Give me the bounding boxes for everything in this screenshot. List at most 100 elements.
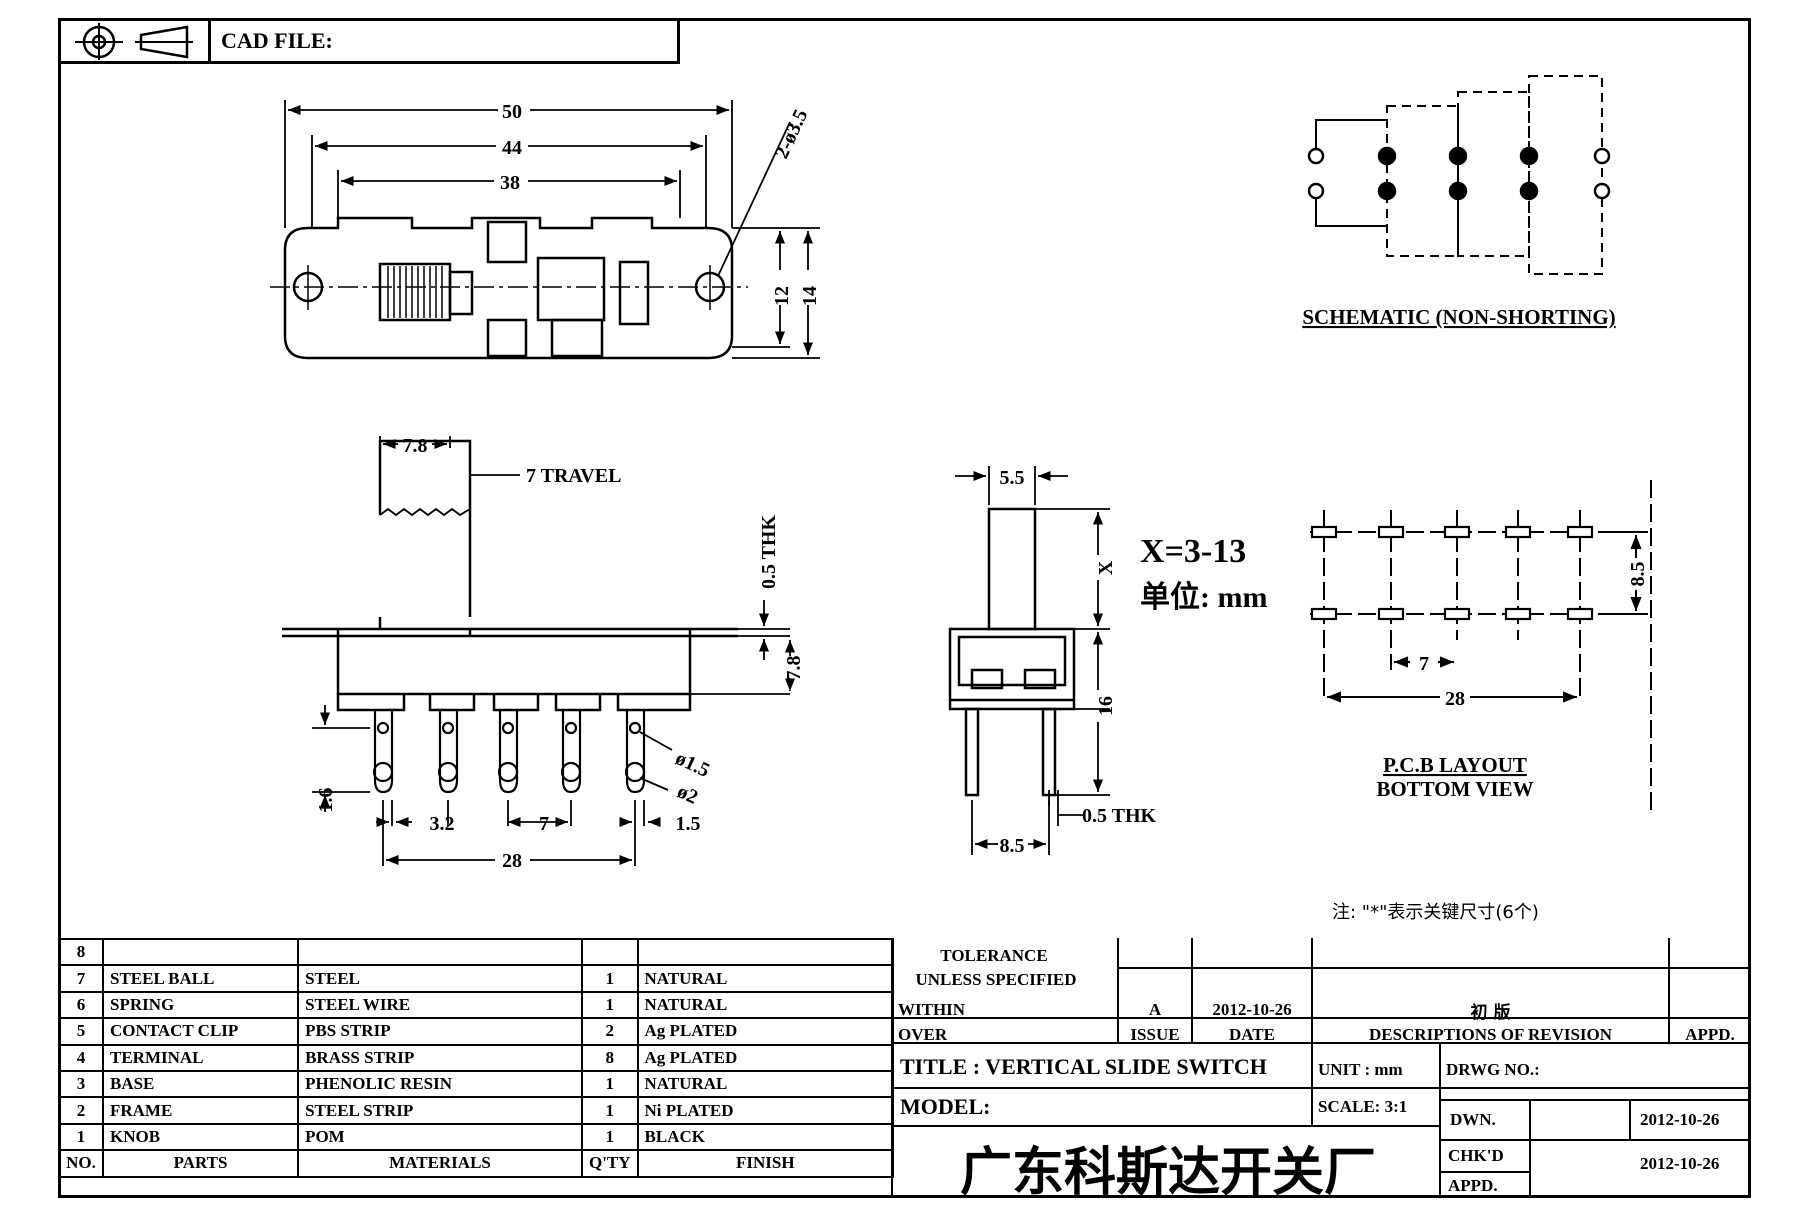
bom-material: STEEL — [297, 964, 583, 993]
unless-specified-label: UNLESS SPECIFIED — [915, 970, 1077, 989]
travel-label: 7 TRAVEL — [526, 465, 621, 487]
bom-finish: Ag PLATED — [636, 1043, 895, 1072]
dim-7-pitch: 7 — [539, 813, 549, 835]
schematic-diagram — [1307, 75, 1611, 275]
bom-finish: BLACK — [636, 1122, 895, 1152]
descriptions-header: DESCRIPTIONS OF REVISION — [1368, 1025, 1613, 1044]
dim-14: 14 — [799, 286, 821, 306]
projection-symbol — [61, 21, 211, 61]
dim-thk-end: 0.5 THK — [1082, 805, 1157, 827]
checked-date: 2012-10-26 — [1640, 1154, 1720, 1173]
dim-44: 44 — [502, 137, 522, 159]
schematic-title: SCHEMATIC (NON-SHORTING) — [1302, 305, 1615, 329]
bom-part: TERMINAL — [101, 1043, 300, 1072]
bom-header-parts: PARTS — [101, 1149, 300, 1178]
end-view — [948, 507, 1076, 797]
issue-header: ISSUE — [1130, 1025, 1180, 1044]
bom-qty: 1 — [580, 964, 639, 993]
dim-12: 12 — [771, 286, 793, 306]
bom-finish: Ni PLATED — [636, 1096, 895, 1125]
pcb-title: P.C.B LAYOUT — [1383, 753, 1527, 777]
tolerance-label: TOLERANCE — [940, 946, 1048, 965]
date-value: 2012-10-26 — [1212, 1000, 1292, 1019]
date-header: DATE — [1229, 1025, 1275, 1044]
within-label: WITHIN — [898, 1000, 966, 1019]
bom-no: 5 — [58, 1017, 104, 1046]
bom-material: BRASS STRIP — [297, 1043, 583, 1072]
side-view-dimensions — [312, 436, 796, 866]
bom-qty: 2 — [580, 1017, 639, 1046]
bom-finish: Ag PLATED — [636, 1017, 895, 1046]
side-view — [282, 439, 738, 794]
revision-description: 初 版 — [1470, 1003, 1511, 1023]
bom-qty — [580, 937, 639, 967]
bom-no: 3 — [58, 1069, 104, 1099]
bom-no: 8 — [58, 937, 104, 967]
bom-part: STEEL BALL — [101, 964, 300, 993]
bom-part — [101, 937, 300, 967]
top-view-dimensions — [284, 100, 820, 359]
pcb-layout — [1310, 480, 1652, 810]
bom-material: PHENOLIC RESIN — [297, 1069, 583, 1099]
bom-no: 6 — [58, 990, 104, 1020]
pcb-dim-28: 28 — [1445, 688, 1465, 710]
pcb-subtitle: BOTTOM VIEW — [1376, 777, 1533, 801]
unit-cn: 单位: mm — [1140, 580, 1267, 614]
bom-header-row: NO. PARTS MATERIALS Q'TY FINISH — [58, 1149, 895, 1178]
dim-5-5: 5.5 — [1000, 467, 1025, 489]
model-label: MODEL: — [900, 1094, 991, 1119]
dim-thk-side: 0.5 THK — [758, 515, 780, 590]
dim-7-8-body: 7.8 — [783, 656, 805, 681]
cad-file-label: CAD FILE: — [221, 28, 333, 53]
drawing-frame — [58, 18, 1751, 1198]
drawn-date: 2012-10-26 — [1640, 1110, 1720, 1129]
bom-row: 8 — [58, 937, 895, 967]
dim-28-side: 28 — [502, 850, 522, 872]
over-label: OVER — [898, 1025, 948, 1044]
dim-16: 16 — [1095, 696, 1117, 716]
dim-8-5-end: 8.5 — [1000, 835, 1025, 857]
bom-header-materials: MATERIALS — [297, 1149, 583, 1178]
end-view-dimensions — [955, 466, 1110, 855]
bom-part: BASE — [101, 1069, 300, 1099]
checked-label: CHK'D — [1448, 1146, 1504, 1165]
bom-qty: 1 — [580, 1096, 639, 1125]
bom-qty: 1 — [580, 1122, 639, 1152]
bom-finish — [636, 937, 895, 967]
drawing-number-label: DRWG NO.: — [1446, 1060, 1540, 1079]
pcb-dim-8-5: 8.5 — [1627, 562, 1649, 587]
bom-finish: NATURAL — [636, 1069, 895, 1099]
bom-material — [297, 937, 583, 967]
bom-part: CONTACT CLIP — [101, 1017, 300, 1046]
issue-value: A — [1148, 1000, 1162, 1019]
dim-3-2: 3.2 — [430, 813, 455, 835]
bom-qty: 8 — [580, 1043, 639, 1072]
pcb-dim-7: 7 — [1419, 653, 1429, 675]
drawn-label: DWN. — [1450, 1110, 1496, 1129]
dim-38: 38 — [500, 172, 520, 194]
drawing-title: TITLE : VERTICAL SLIDE SWITCH — [900, 1054, 1267, 1079]
bom-no: 1 — [58, 1122, 104, 1152]
dim-1-6: 1.6 — [315, 788, 337, 813]
bom-header-qty: Q'TY — [580, 1149, 639, 1178]
approved-label: APPD. — [1448, 1176, 1498, 1195]
bom-no: 2 — [58, 1096, 104, 1125]
company-name: 广东科斯达开关厂 — [959, 1143, 1376, 1203]
bom-part: FRAME — [101, 1096, 300, 1125]
appd-header: APPD. — [1685, 1025, 1735, 1044]
bom-material: STEEL WIRE — [297, 990, 583, 1020]
dim-7-8-knob: 7.8 — [403, 435, 428, 457]
bom-no: 7 — [58, 964, 104, 993]
x-range: X=3-13 — [1140, 533, 1246, 570]
bom-material: STEEL STRIP — [297, 1096, 583, 1125]
dim-x: X — [1095, 560, 1117, 575]
bom-qty: 1 — [580, 1069, 639, 1099]
